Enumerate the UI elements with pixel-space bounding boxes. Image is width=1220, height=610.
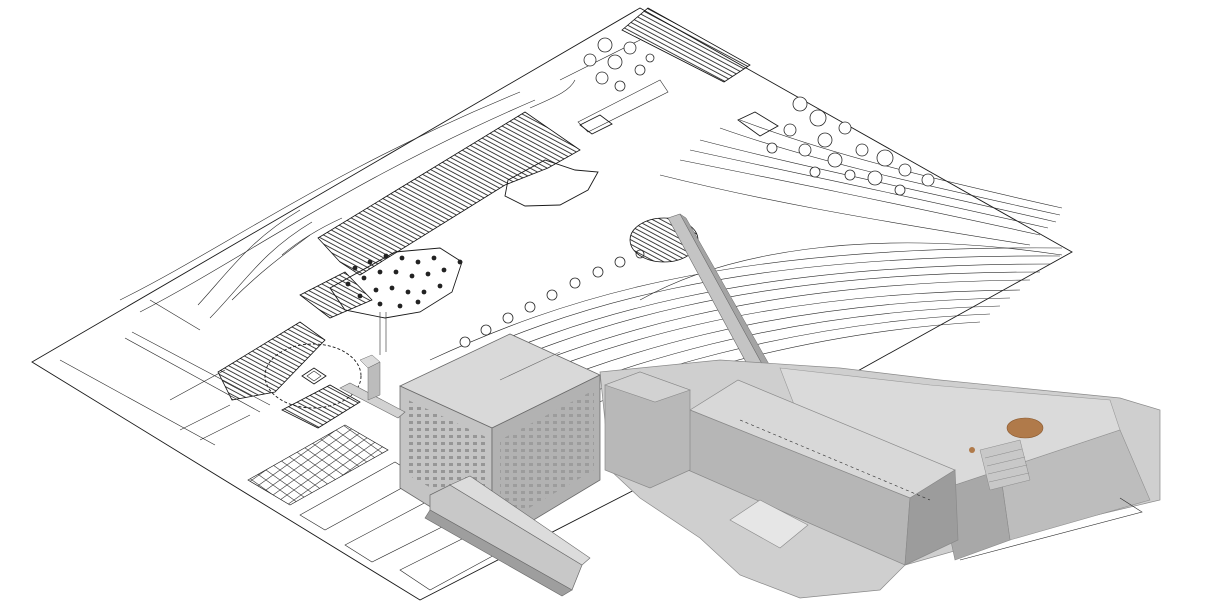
tree-row-avenue (459, 249, 645, 348)
garden-curves (659, 119, 1063, 246)
tree-cluster-east (766, 96, 935, 196)
kiosk (737, 111, 779, 137)
sunken-courtyard (729, 499, 809, 549)
parking-area (247, 424, 389, 506)
stair-feature (979, 439, 1031, 491)
hatched-building-south (281, 384, 361, 429)
tree-cluster-north (583, 37, 655, 92)
circular-plaza (264, 343, 362, 409)
site-paths (59, 39, 1063, 446)
hatched-building-north (621, 7, 751, 83)
hatched-building-mid (299, 271, 373, 319)
copper-disc (1006, 417, 1044, 439)
hatched-building-west (217, 321, 326, 401)
pedestrian-bridge (339, 382, 406, 419)
plaza-columns (345, 253, 463, 309)
entrance-pavilion (504, 159, 599, 207)
access-ramp (429, 484, 583, 591)
site-boundary (31, 7, 1073, 601)
plaza-fountain (301, 367, 327, 385)
building-massing (339, 213, 1161, 599)
plaza-outline (329, 247, 463, 319)
hatched-building-long (317, 111, 581, 276)
